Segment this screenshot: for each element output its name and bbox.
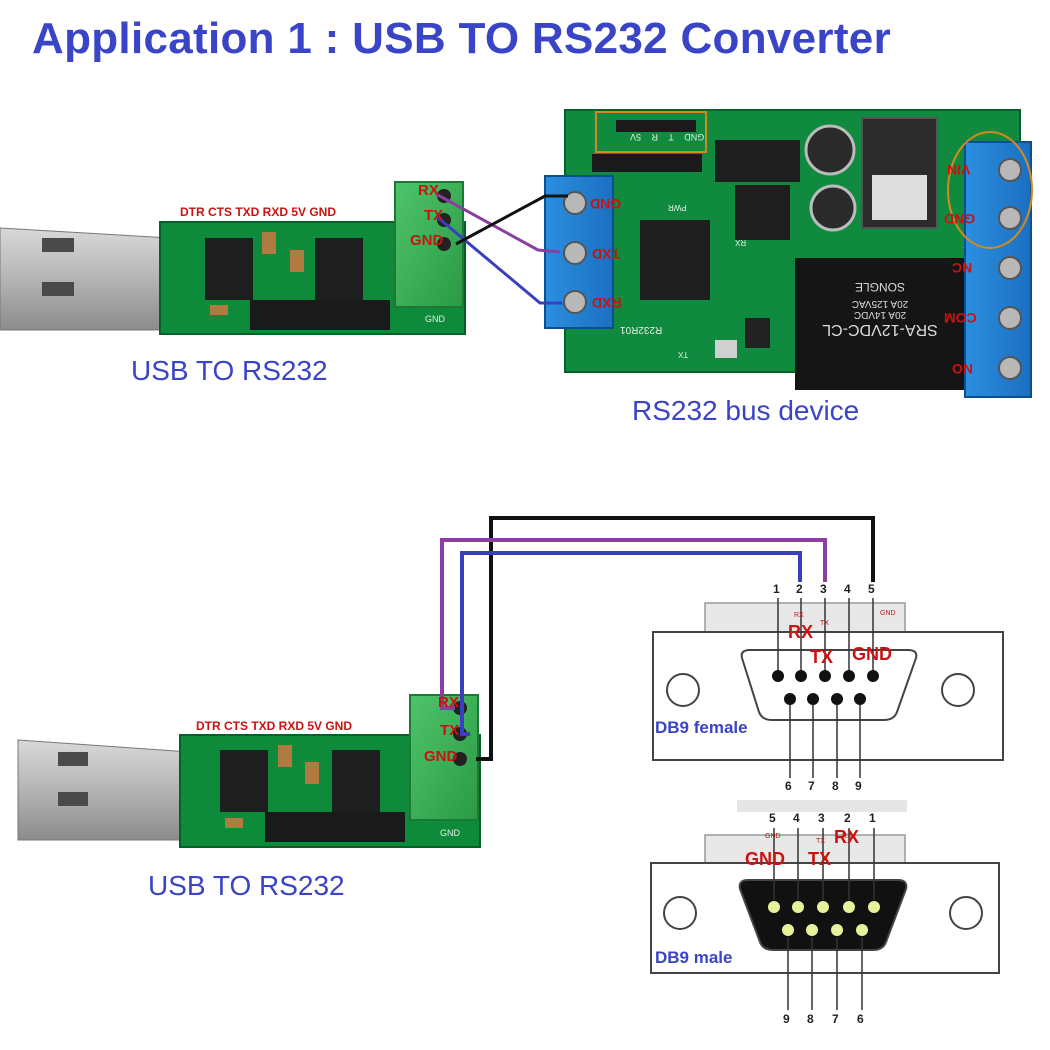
capacitor (225, 818, 243, 828)
pin-header (250, 300, 390, 330)
ic-chip (332, 750, 380, 812)
wire-rx (435, 192, 561, 254)
female-pin-4: 4 (844, 582, 851, 596)
board-gnd-label: GND (425, 314, 445, 324)
female-small-rx: RX (794, 612, 804, 619)
wire-tx (435, 214, 562, 305)
female-signal-tx: TX (810, 647, 834, 667)
converter-caption-bottom: USB TO RS232 (148, 870, 345, 901)
board-id: R232R01 (620, 324, 663, 335)
ic-chip (640, 220, 710, 300)
usb-hole (42, 238, 74, 252)
capacitor (262, 232, 276, 254)
male-signal-gnd: GND (745, 849, 785, 869)
male-pin-7: 7 (832, 1012, 839, 1026)
rx-led-label: RX (735, 238, 747, 247)
green-terminal-top (394, 181, 464, 308)
male-pin-9: 9 (783, 1012, 790, 1026)
male-signal-tx: TX (808, 849, 832, 869)
female-small-tx: TX (820, 620, 829, 627)
male-pin-6: 6 (857, 1012, 864, 1026)
wire-rx (440, 538, 827, 710)
capacitor-large (804, 124, 856, 176)
tx-led-label: TX (678, 350, 689, 359)
male-pin-8: 8 (807, 1012, 814, 1026)
male-signal-rx: RX (834, 827, 860, 847)
device-term-no: NO (952, 361, 973, 377)
capacitor (290, 250, 304, 272)
device-term-vin: VIN (947, 162, 971, 178)
usb-converter-top (0, 181, 466, 335)
device-term-rxd: RXD (592, 295, 622, 311)
male-pin-1: 1 (869, 811, 876, 825)
terminal-label-rx: RX (418, 182, 439, 199)
capacitor (210, 305, 228, 315)
ic-chip (715, 140, 800, 182)
female-pin-6: 6 (785, 779, 792, 793)
usb-hole (58, 792, 88, 806)
pwr-label: PWR (668, 203, 687, 212)
usb-converter-bottom (17, 694, 481, 848)
device-term-gnd: GND (590, 196, 622, 212)
capacitor-large (809, 184, 857, 232)
device-term-txd: TXD (592, 246, 620, 262)
male-pin-5: 5 (769, 811, 776, 825)
device-term-nc: NC (952, 260, 973, 276)
male-pin-3: 3 (818, 811, 825, 825)
wire-gnd (455, 194, 568, 246)
male-small-rx: RX (842, 833, 852, 840)
female-pin-8: 8 (832, 779, 839, 793)
wire-gnd (476, 516, 875, 761)
female-pin-5: 5 (868, 582, 875, 596)
device-caption: RS232 bus device (632, 395, 860, 426)
female-pin-2: 2 (796, 582, 803, 596)
capacitor (305, 762, 319, 784)
male-pin-2: 2 (844, 811, 851, 825)
terminal-label-tx-bottom: TX (440, 722, 460, 739)
wire-tx (460, 551, 802, 736)
capacitor (278, 745, 292, 767)
terminal-label-tx: TX (424, 207, 444, 224)
female-signal-gnd: GND (852, 644, 892, 664)
female-pin-3: 3 (820, 582, 827, 596)
board-gnd-label-bottom: GND (440, 828, 460, 838)
relay-label: SRA-12VDC-CL 20A 14VDC 20A 125VAC SONGLE (822, 280, 938, 338)
relay (795, 258, 965, 390)
usb-plug-bottom (17, 739, 191, 841)
female-pin-1: 1 (773, 582, 780, 596)
usb-hole (42, 282, 74, 296)
converter-pin-labels-bottom: DTR CTS TXD RXD 5V GND (196, 719, 353, 733)
converter-pin-labels: DTR CTS TXD RXD 5V GND (180, 205, 337, 219)
ic-chip (205, 238, 253, 300)
db9-female-connector (652, 598, 1004, 778)
female-pin-9: 9 (855, 779, 862, 793)
usb-hole (58, 752, 88, 766)
female-signal-rx: RX (788, 622, 814, 642)
terminal-label-gnd-bottom: GND (424, 748, 458, 765)
page-title: Application 1 : USB TO RS232 Converter (32, 14, 892, 63)
usb-plug-top (0, 227, 171, 331)
ic-chip (315, 238, 363, 300)
top-wires (435, 192, 568, 305)
pin-header (265, 812, 405, 842)
db9-male-label: DB9 male (655, 948, 733, 967)
terminal-label-gnd: GND (410, 232, 444, 249)
converter-caption-top: USB TO RS232 (131, 355, 328, 386)
db9-female-label: DB9 female (655, 718, 748, 737)
terminal-label-rx-bottom: RX (438, 694, 459, 711)
male-pin-4: 4 (793, 811, 800, 825)
device-header-pins: GND T R 5V (630, 132, 705, 142)
male-small-gnd: GND (765, 833, 781, 840)
ic-chip (220, 750, 268, 812)
female-pin-7: 7 (808, 779, 815, 793)
device-term-gnd2: GND (944, 211, 976, 227)
female-small-gnd: GND (880, 610, 896, 617)
male-small-tx: TX (816, 838, 825, 845)
bottom-wires (440, 516, 875, 761)
db9-male-connector (650, 800, 1000, 1010)
